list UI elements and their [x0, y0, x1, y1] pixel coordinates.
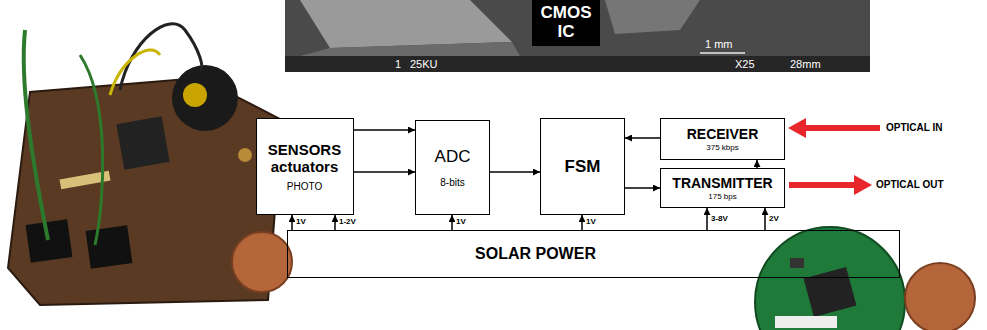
fsm-block: FSM: [540, 118, 625, 215]
optical-out-arrow: [789, 175, 872, 195]
voltage-label: 1V: [585, 218, 597, 227]
power-arrow: [334, 215, 336, 230]
signal-label: OPTICAL IN: [886, 122, 942, 133]
voltage-label: 1V: [295, 218, 307, 227]
node-text: TRANSMITTER: [672, 175, 772, 191]
transmitter-block: TRANSMITTER175 bps: [660, 168, 785, 208]
power-bus-box: SOLAR POWER: [287, 230, 900, 278]
power-arrow: [291, 215, 293, 230]
signal-arrow: [625, 187, 660, 189]
penny: [905, 263, 975, 330]
node-text: 8-bits: [440, 177, 464, 189]
micrograph-info: X25: [735, 58, 755, 70]
power-arrow: [706, 208, 708, 230]
voltage-label: 2V: [768, 215, 780, 224]
voltage-label: 1V: [455, 218, 467, 227]
node-text: CMOS IC: [537, 4, 595, 41]
sem-image: [285, 0, 870, 72]
node-text: SENSORS actuators: [263, 141, 347, 176]
node-text: FSM: [565, 157, 601, 177]
power-arrow: [764, 208, 766, 230]
node-text: ADC: [435, 147, 471, 167]
micrograph-info: 28mm: [790, 58, 821, 70]
power-arrow: [451, 215, 453, 230]
node-text: 175 bps: [708, 192, 736, 201]
signal-arrow: [625, 137, 660, 139]
voltage-label: 1-2V: [338, 218, 357, 227]
signal-arrow: [354, 129, 416, 131]
node-text: PHOTO: [287, 181, 322, 193]
voltage-label: 3-8V: [710, 215, 729, 224]
adc-block: ADC 8-bits: [415, 120, 490, 215]
node-text: RECEIVER: [687, 126, 759, 142]
node-text: SOLAR POWER: [475, 245, 596, 263]
signal-arrow: [490, 171, 540, 173]
chip-label-box: CMOS IC: [532, 0, 600, 46]
micrograph-info: 1: [395, 58, 401, 70]
optical-in-arrow: [788, 118, 880, 138]
signal-label: OPTICAL OUT: [876, 179, 944, 190]
signal-arrow: [354, 171, 416, 173]
scale-bar-label: 1 mm: [705, 38, 733, 50]
penny: [232, 232, 292, 292]
sensor-block: SENSORS actuatorsPHOTO: [256, 118, 354, 215]
power-arrow: [581, 215, 583, 230]
node-text: 375 kbps: [706, 143, 738, 152]
micrograph-info: 25KU: [410, 58, 438, 70]
round-pcb-photo: [755, 227, 905, 330]
signal-arrow: [756, 160, 758, 168]
receiver-block: RECEIVER375 kbps: [660, 118, 785, 160]
